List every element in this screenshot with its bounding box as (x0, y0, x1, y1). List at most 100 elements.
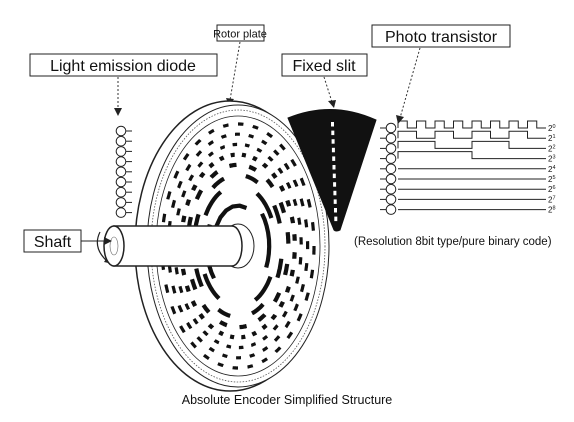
binary-waveforms (398, 121, 546, 210)
bit-label: 21 (548, 134, 556, 143)
slit-opening (333, 191, 336, 196)
code-segment (220, 158, 224, 160)
slit-opening (334, 208, 337, 213)
photo-transistor-array (380, 123, 396, 214)
code-segment (302, 284, 304, 291)
bit-waveform (398, 152, 546, 159)
code-segment (251, 344, 255, 346)
code-segment (180, 286, 182, 292)
code-segment (223, 355, 228, 357)
code-segment (281, 186, 284, 191)
bit-exponent: 4 (552, 165, 555, 171)
code-segment (241, 337, 245, 338)
photo-label-box: Photo transistor (372, 25, 510, 47)
slit-opening (333, 182, 336, 187)
code-segment (287, 201, 289, 207)
rotor-label: Rotor plate (213, 29, 267, 41)
code-segment (248, 366, 253, 367)
photo-detector (386, 195, 396, 205)
bit-exponent: 5 (552, 175, 555, 181)
bit-labels: 202122232425262728 (548, 124, 556, 215)
code-segment (294, 199, 296, 205)
shaft (97, 226, 242, 266)
slit-opening (333, 174, 336, 179)
bit-exponent: 1 (552, 134, 555, 140)
code-segment (183, 216, 184, 222)
leader-lines (118, 42, 420, 118)
slit-opening (331, 122, 334, 127)
code-segment (168, 192, 170, 200)
slit-opening (333, 165, 336, 170)
code-segment (250, 355, 255, 357)
code-segment (288, 232, 289, 243)
code-segment (242, 155, 246, 156)
code-segment (300, 257, 301, 264)
bit-label: 27 (548, 195, 556, 204)
slit-opening (332, 148, 335, 153)
code-segment (164, 214, 165, 222)
bit-waveform (398, 141, 546, 148)
code-segment (308, 199, 310, 207)
slit-opening (334, 217, 337, 222)
code-segment (227, 346, 231, 347)
led-label: Light emission diode (50, 58, 196, 75)
code-segment (231, 155, 235, 156)
slit-opening (334, 199, 337, 204)
code-segment (299, 218, 300, 225)
bit-label: 20 (548, 124, 556, 133)
code-segment (280, 302, 283, 307)
photo-detector (386, 133, 396, 143)
code-segment (257, 149, 261, 151)
bit-exponent: 7 (552, 195, 555, 201)
code-segment (183, 269, 184, 275)
code-segment (219, 332, 223, 334)
code-segment (292, 217, 293, 223)
led-array (116, 126, 132, 217)
slit-label: Fixed slit (292, 58, 356, 75)
led-emitter (116, 198, 126, 208)
photo-detector (386, 174, 396, 184)
code-segment (291, 295, 293, 301)
code-segment (178, 209, 180, 216)
code-segment (297, 277, 299, 284)
slit-opening (331, 131, 334, 136)
led-label-box: Light emission diode (30, 54, 217, 76)
code-segment (272, 315, 275, 319)
bit-label: 25 (548, 175, 556, 184)
led-emitter (116, 187, 126, 197)
code-segment (223, 125, 228, 126)
code-segment (193, 185, 196, 190)
code-segment (218, 364, 223, 366)
slit-opening (332, 156, 335, 161)
led-emitter (116, 208, 126, 218)
code-segment (263, 325, 267, 328)
bit-waveform (398, 131, 546, 138)
code-segment (201, 173, 204, 177)
code-segment (292, 270, 293, 276)
code-segment (166, 285, 168, 293)
code-segment (306, 220, 307, 228)
code-segment (285, 264, 287, 275)
code-segment (306, 293, 308, 301)
bit-exponent: 0 (552, 124, 555, 130)
rotor-label-box: Rotor plate (213, 25, 267, 41)
code-segment (306, 263, 307, 271)
photo-detector (386, 154, 396, 164)
code-segment (253, 126, 258, 128)
bit-label: 22 (548, 144, 556, 153)
resolution-note: (Resolution 8bit type/pure binary code) (354, 236, 552, 248)
slit-label-box: Fixed slit (282, 54, 367, 76)
bit-label: 24 (548, 165, 556, 174)
code-segment (252, 333, 256, 335)
photo-detector (386, 123, 396, 133)
code-segment (273, 174, 276, 178)
code-segment (230, 337, 234, 338)
led-emitter (116, 147, 126, 157)
led-emitter (116, 167, 126, 177)
slit-opening (332, 139, 335, 144)
code-segment (287, 287, 289, 293)
code-segment (253, 158, 257, 160)
photo-detector (386, 164, 396, 174)
led-emitter (116, 136, 126, 146)
bit-exponent: 3 (552, 155, 555, 161)
